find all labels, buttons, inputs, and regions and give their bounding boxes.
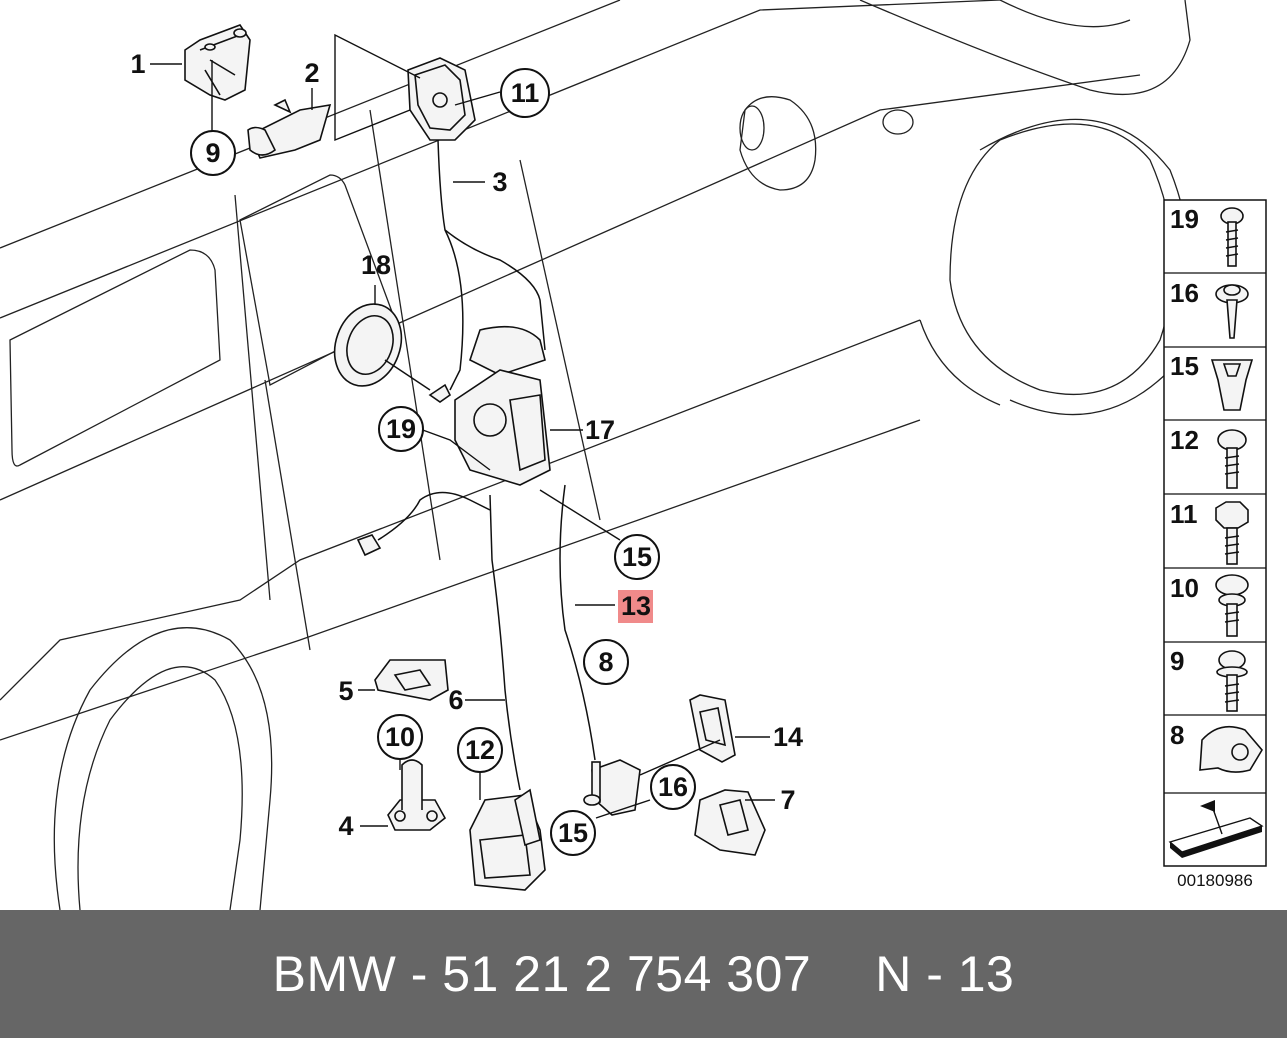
label-11: 11 — [511, 78, 540, 108]
washer-screw-icon — [1215, 284, 1249, 339]
position-text: N - 13 — [875, 946, 1015, 1002]
label-4: 4 — [338, 811, 353, 841]
label-1: 1 — [130, 49, 145, 79]
legend-10: 10 — [1170, 573, 1199, 603]
part-number-text: BMW - 51 21 2 754 307 — [272, 946, 812, 1002]
label-16: 16 — [658, 772, 688, 802]
flange-screw-icon — [1216, 650, 1248, 712]
legend-11: 11 — [1170, 499, 1198, 529]
part-9-clip — [356, 534, 382, 557]
label-18: 18 — [361, 250, 391, 280]
part-18-ring — [333, 303, 403, 387]
part-14-bezel — [689, 694, 736, 763]
label-12: 12 — [465, 735, 495, 765]
label-15-upper: 15 — [622, 542, 652, 572]
callout-circle-9 — [190, 130, 236, 176]
part-1-bracket — [184, 24, 251, 101]
label-7: 7 — [780, 785, 795, 815]
label-19: 19 — [386, 414, 416, 444]
legend-12: 12 — [1170, 425, 1199, 455]
callout-circle-11 — [500, 68, 550, 118]
part-17-door-lock — [428, 325, 551, 486]
cables — [377, 139, 596, 791]
label-14: 14 — [773, 722, 803, 752]
hex-screw-icon — [1217, 429, 1247, 489]
legend-19: 19 — [1170, 204, 1199, 234]
fastener-legend: 19 16 15 12 11 10 9 8 — [1163, 199, 1267, 890]
hex-bolt-icon — [1215, 501, 1249, 565]
clip-nut-icon — [1210, 359, 1254, 411]
label-8: 8 — [598, 647, 613, 677]
callout-circle-15a — [614, 534, 660, 580]
part-11-lock-cylinder — [407, 57, 476, 141]
legend-15: 15 — [1170, 351, 1199, 381]
screw-icon — [1220, 207, 1244, 267]
part-16-release — [583, 759, 641, 816]
label-2: 2 — [304, 58, 319, 88]
callout-circle-8 — [583, 639, 629, 685]
navigation-arrow-icon — [1168, 800, 1264, 858]
label-15-lower: 15 — [558, 818, 588, 848]
label-9: 9 — [205, 138, 220, 168]
callout-circle-16 — [650, 764, 696, 810]
part-4-striker — [387, 759, 447, 831]
collar-bolt-icon — [1215, 574, 1249, 637]
figure-id: 00180986 — [1177, 871, 1253, 890]
callouts: 1 2 3 5 6 4 14 7 18 17 13 9 11 19 15 8 1… — [130, 49, 803, 856]
callout-circle-15b — [550, 810, 596, 856]
part-2-handle — [247, 98, 332, 159]
label-10: 10 — [385, 722, 415, 752]
callout-circle-12 — [457, 727, 503, 773]
legend-9: 9 — [1170, 646, 1184, 676]
callout-circle-10 — [377, 714, 423, 760]
label-3: 3 — [492, 167, 507, 197]
callout-circle-19 — [378, 406, 424, 452]
car-outline — [0, 0, 1191, 911]
label-17: 17 — [585, 415, 615, 445]
legend-16: 16 — [1170, 278, 1199, 308]
leader-lines — [150, 33, 775, 827]
label-6: 6 — [448, 685, 463, 715]
part-number-footer: BMW - 51 21 2 754 307 N - 13 — [0, 910, 1287, 1038]
legend-8: 8 — [1170, 720, 1184, 750]
part-7-cover — [694, 789, 766, 856]
label-13-highlighted: 13 — [621, 591, 651, 621]
part-5-bracket — [374, 659, 449, 701]
label-5: 5 — [338, 676, 353, 706]
part-12-lower-lock — [469, 788, 546, 891]
parts-diagram: 1 2 3 5 6 4 14 7 18 17 13 9 11 19 15 8 1… — [0, 0, 1267, 911]
cable-clip-icon — [1199, 725, 1263, 773]
highlight-box — [618, 590, 653, 623]
